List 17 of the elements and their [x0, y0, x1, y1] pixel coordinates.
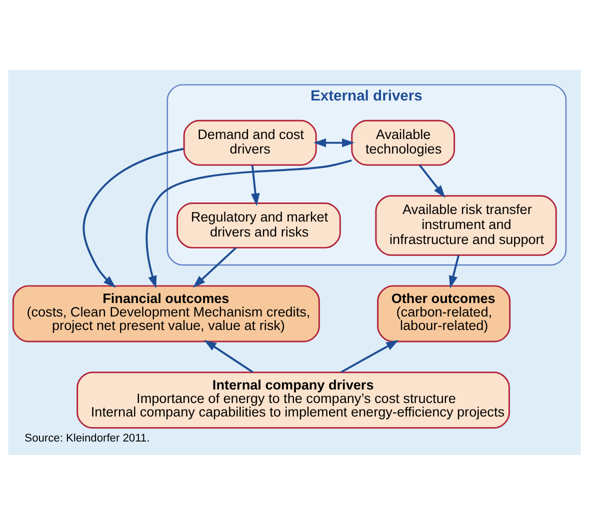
arrow: [448, 254, 460, 288]
node-box: Financial outcomes (costs, Clean Development Mechanism credits, project net present value, value at risk): [12, 284, 320, 342]
arrow: [251, 164, 260, 206]
arrow: [340, 340, 399, 373]
node-box: Other outcomes (carbon-related, labour-related): [377, 284, 511, 342]
caption: Source: Kleindorfer 2011.: [24, 432, 150, 444]
arrow: [82, 147, 184, 288]
node-box: Available technologies: [351, 119, 456, 166]
arrow: [313, 138, 355, 147]
arrow: [192, 246, 236, 288]
node-box: Internal company drivers Importance of energy to the company’s cost structure Internal company capabilities to implement energy-efficiency projects: [76, 371, 510, 428]
arrow: [204, 339, 254, 373]
arrow: [418, 164, 446, 198]
node-box: Available risk transfer instrument and infrastructure and support: [375, 194, 557, 256]
node-box: Demand and cost drivers: [183, 119, 317, 166]
arrow: [146, 158, 352, 288]
node-box: Regulatory and market drivers and risks: [176, 202, 341, 248]
